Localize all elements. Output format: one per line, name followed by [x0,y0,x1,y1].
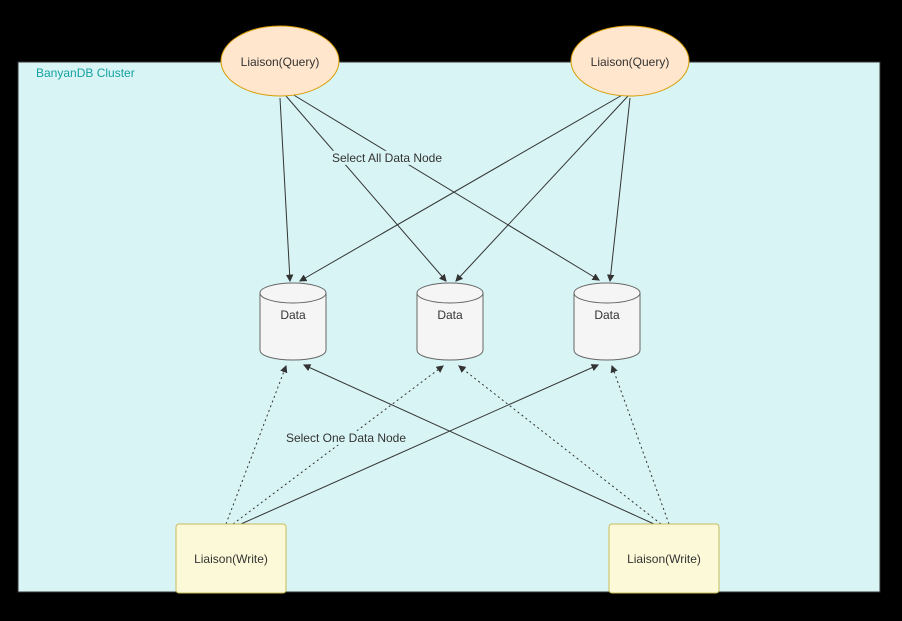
query-node-1-label: Liaison(Query) [240,54,320,69]
query-node-2-label: Liaison(Query) [590,54,670,69]
write-node-1-label: Liaison(Write) [194,551,268,566]
edge-query2-data3 [606,97,631,283]
query-node-1-ellipse [220,25,340,97]
edge-query2-data2 [455,95,629,282]
data-node-2-label: Data [437,307,463,322]
edge-query2-data1 [299,93,625,282]
write-node-1-box [175,523,287,594]
edge-query1-data1 [279,97,294,283]
edge-label-select-all-data-node: Select All Data Node [328,150,446,166]
query-node-2-ellipse [570,25,690,97]
data-node-3-label: Data [594,307,620,322]
write-node-2-box [608,523,720,594]
edge-write1-data1 [225,364,288,525]
edge-query1-data2 [285,95,447,282]
edge-write2-data1 [302,364,655,525]
data-node-1-cylinder [259,282,327,361]
edge-label-select-one-data-node: Select One Data Node [282,430,410,446]
write-node-2-label: Liaison(Write) [627,551,701,566]
query-edges [279,93,631,283]
write-edges-selected [240,364,655,525]
edge-write1-data3 [240,364,600,525]
data-node-1-label: Data [280,307,306,322]
edge-query1-data3 [291,93,600,281]
data-node-3-cylinder [573,282,641,361]
cluster-title: BanyanDB Cluster [36,66,135,80]
data-node-2-cylinder [416,282,484,361]
